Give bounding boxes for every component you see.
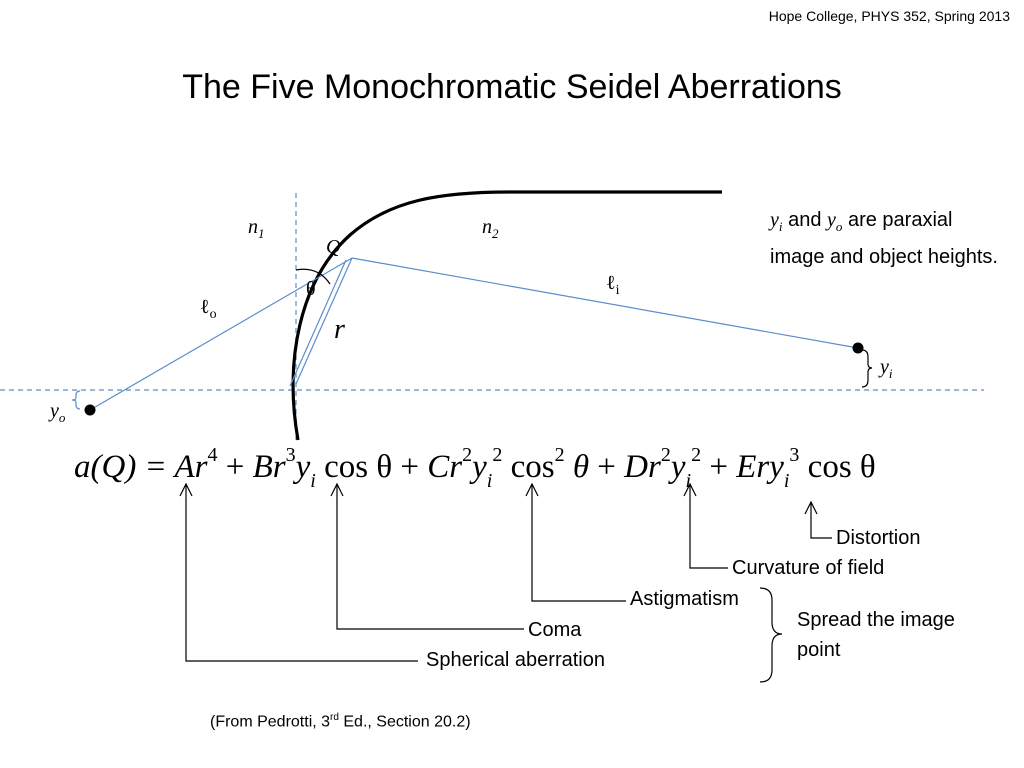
yi-brace bbox=[861, 349, 873, 388]
course-header: Hope College, PHYS 352, Spring 2013 bbox=[768, 8, 1010, 24]
arrow-coma bbox=[336, 484, 524, 630]
term-astigmatism: Astigmatism bbox=[630, 588, 739, 610]
arrow-distortion bbox=[810, 502, 832, 539]
arrowhead-coma bbox=[330, 482, 344, 497]
yo-brace bbox=[71, 390, 81, 410]
arrows bbox=[179, 482, 832, 662]
term-coma: Coma bbox=[528, 619, 582, 641]
paraxial-note: yi and yo are paraxial image and object … bbox=[770, 209, 998, 268]
arrow-curvature bbox=[689, 484, 728, 569]
spread-note: Spread the image point bbox=[797, 609, 955, 661]
term-distortion: Distortion bbox=[836, 527, 921, 549]
citation: (From Pedrotti, 3rd Ed., Section 20.2) bbox=[210, 712, 471, 731]
arrow-spherical bbox=[185, 484, 418, 662]
page-title: The Five Monochromatic Seidel Aberration… bbox=[182, 68, 842, 106]
vertex-chord bbox=[289, 259, 347, 387]
theta-arc bbox=[295, 268, 331, 285]
arrowhead-astigmatism bbox=[525, 482, 539, 497]
aberration-equation: a(Q) = Ar4 + Br3yi cos θ + Cr2yi2 cos2 θ… bbox=[74, 444, 876, 492]
label-q: Q bbox=[326, 236, 341, 258]
label-lo: ℓo bbox=[200, 296, 217, 322]
term-curvature: Curvature of field bbox=[732, 557, 885, 579]
refracting-surface bbox=[291, 190, 722, 441]
label-yi: yi bbox=[880, 356, 893, 381]
arrowhead-distortion bbox=[804, 500, 818, 515]
label-n1: n1 bbox=[248, 216, 265, 241]
label-theta: θ bbox=[306, 278, 316, 300]
label-n2: n2 bbox=[482, 216, 499, 241]
label-r: r bbox=[334, 314, 345, 345]
radius-line bbox=[295, 257, 353, 385]
arrow-astigmatism bbox=[531, 484, 626, 602]
spread-bracket bbox=[759, 587, 783, 683]
label-li: ℓi bbox=[606, 272, 620, 298]
object-ray bbox=[89, 257, 353, 411]
object-point bbox=[84, 404, 96, 416]
label-yo: yo bbox=[50, 400, 66, 425]
image-ray bbox=[351, 257, 859, 349]
image-point bbox=[852, 342, 864, 354]
term-spherical: Spherical aberration bbox=[426, 649, 605, 671]
arrowhead-spherical bbox=[179, 482, 193, 497]
arrowhead-curvature bbox=[683, 482, 697, 497]
